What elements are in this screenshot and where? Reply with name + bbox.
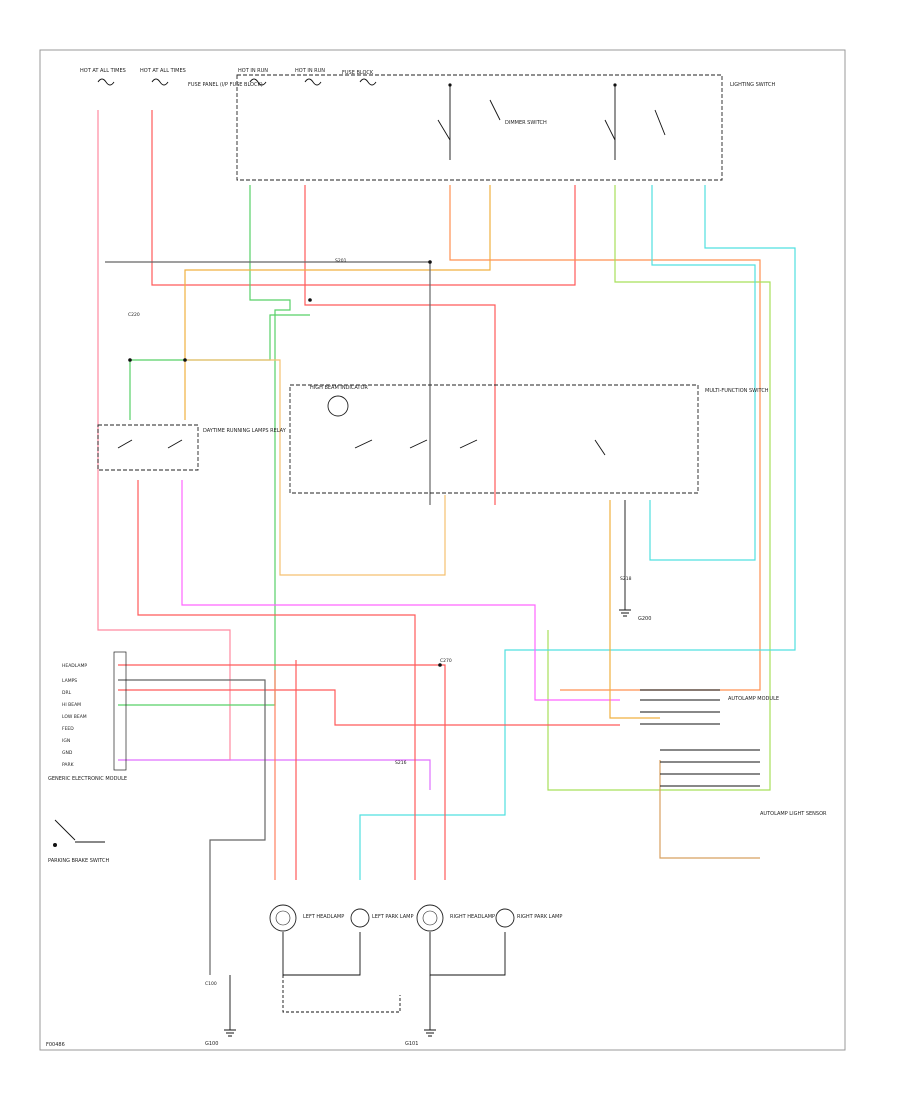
left-park-lamp <box>350 908 370 928</box>
svg-text:LOW BEAM: LOW BEAM <box>62 714 87 720</box>
autolamp-module-label: AUTOLAMP MODULE <box>728 696 779 702</box>
connector-label-1: S201 <box>335 258 347 264</box>
fuse-header-3: HOT IN RUN <box>238 68 268 74</box>
fuse-header-1: HOT AT ALL TIMES <box>80 68 126 74</box>
fuse-group <box>97 78 377 86</box>
connector-label-2: C220 <box>128 312 140 318</box>
right-park-lamp <box>495 908 515 928</box>
multi-function-switch-box <box>289 384 699 494</box>
connector-label-4: S216 <box>395 760 407 766</box>
wire-group <box>97 110 796 975</box>
connector-label-5: S218 <box>620 576 632 582</box>
svg-text:HI BEAM: HI BEAM <box>62 702 81 708</box>
svg-text:IGN: IGN <box>62 738 70 744</box>
svg-text:FEED: FEED <box>62 726 74 732</box>
drl-contact-1 <box>117 439 133 449</box>
svg-text:GND: GND <box>62 750 73 756</box>
lighting-switch-label: LIGHTING SWITCH <box>730 82 775 88</box>
ground-wires <box>229 500 626 1030</box>
ground-g100-label: G100 <box>205 1041 218 1047</box>
connector-label-6: C100 <box>205 981 217 987</box>
svg-text:DRL: DRL <box>62 690 72 696</box>
mfs-contacts <box>354 439 606 456</box>
lighting-switch-box <box>236 74 723 181</box>
gem-connector <box>113 651 127 771</box>
left-headlamp-label: LEFT HEADLAMP <box>303 914 344 920</box>
autolamp-connector <box>640 689 720 725</box>
connector-label-3: C270 <box>440 658 452 664</box>
svg-text:PARK: PARK <box>62 762 75 768</box>
ground-symbols <box>224 609 631 1037</box>
relay-pins: HEADLAMP LAMPS DRL HI BEAM LOW BEAM FEED… <box>62 663 87 768</box>
ground-g101-label: G101 <box>405 1041 418 1047</box>
svg-text:HEADLAMP: HEADLAMP <box>62 663 87 669</box>
right-headlamp-label: RIGHT HEADLAMP <box>450 914 495 920</box>
right-headlamp <box>416 904 444 932</box>
parking-brake-label: PARKING BRAKE SWITCH <box>48 858 110 864</box>
left-park-label: LEFT PARK LAMP <box>372 914 413 920</box>
drl-relay-label: DAYTIME RUNNING LAMPS RELAY <box>203 428 287 434</box>
light-sensor-label: AUTOLAMP LIGHT SENSOR <box>760 811 827 817</box>
light-sensor-connector <box>660 749 760 787</box>
multi-function-switch-label: MULTI-FUNCTION SWITCH <box>705 388 769 394</box>
parking-brake-switch <box>53 819 105 847</box>
footer-code: F00486 <box>46 1042 65 1048</box>
fuse-header-4: HOT IN RUN <box>295 68 325 74</box>
diagram-border <box>39 49 846 1051</box>
svg-text:LAMPS: LAMPS <box>62 678 77 684</box>
fuse-header-5: FUSE BLOCK <box>342 70 374 76</box>
left-headlamp <box>269 904 297 932</box>
fuse-panel-label: FUSE PANEL (I/P FUSE BLOCK) <box>188 82 263 88</box>
drl-contact-2 <box>167 439 183 449</box>
splice-dots <box>128 260 442 667</box>
dimmer-switch-label: DIMMER SWITCH <box>505 120 547 126</box>
right-park-label: RIGHT PARK LAMP <box>517 914 562 920</box>
gem-module-label: GENERIC ELECTRONIC MODULE <box>48 776 127 782</box>
ground-g200-label: G200 <box>638 616 651 622</box>
fuse-header-2: HOT AT ALL TIMES <box>140 68 186 74</box>
high-beam-indicator <box>327 395 349 417</box>
high-beam-indicator-label: HIGH BEAM INDICATOR <box>310 385 368 391</box>
lighting-switch-contacts <box>437 83 666 160</box>
drl-relay-box <box>97 424 199 471</box>
